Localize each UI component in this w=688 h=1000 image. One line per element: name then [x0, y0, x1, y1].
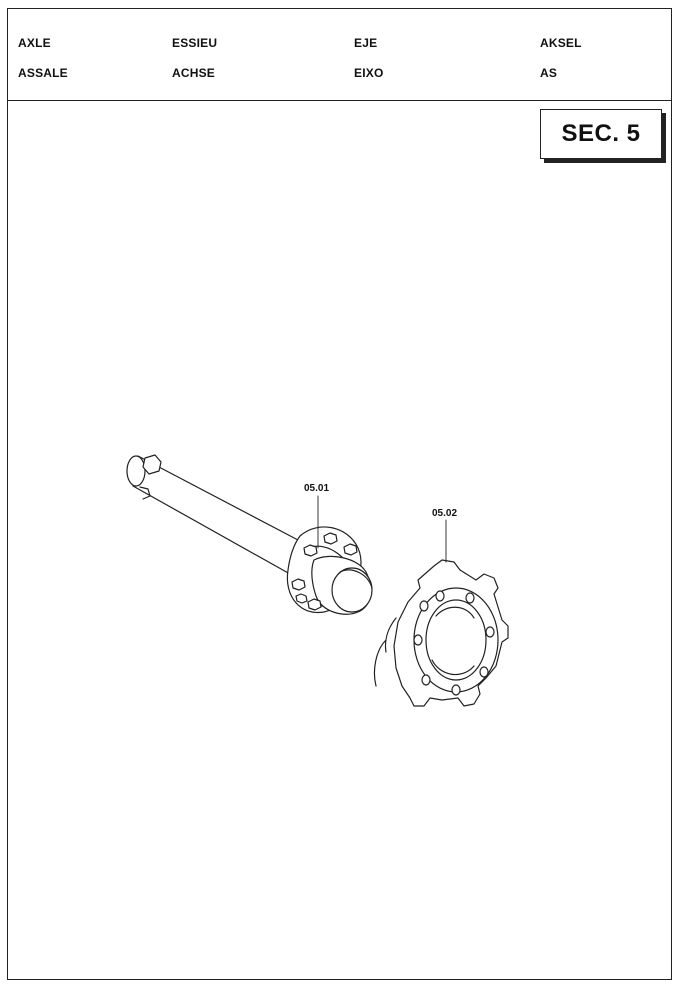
callout-0501: 05.01 [304, 483, 329, 494]
term-portuguese: EIXO [354, 66, 384, 80]
catalog-page: AXLE ESSIEU EJE AKSEL ASSALE ACHSE EIXO … [7, 8, 672, 980]
term-spanish: EJE [354, 36, 378, 50]
section-badge: SEC. 5 [540, 109, 666, 163]
section-badge-label: SEC. 5 [540, 109, 662, 159]
term-french: ESSIEU [172, 36, 218, 50]
term-danish: AKSEL [540, 36, 582, 50]
callout-0502: 05.02 [432, 508, 457, 519]
term-english: AXLE [18, 36, 51, 50]
term-italian: ASSALE [18, 66, 68, 80]
term-dutch: AS [540, 66, 558, 80]
axle-tube [126, 454, 299, 575]
header-translations: AXLE ESSIEU EJE AKSEL ASSALE ACHSE EIXO … [8, 9, 671, 101]
term-german: ACHSE [172, 66, 216, 80]
brake-flange [373, 559, 509, 707]
hub-assembly [286, 526, 373, 615]
